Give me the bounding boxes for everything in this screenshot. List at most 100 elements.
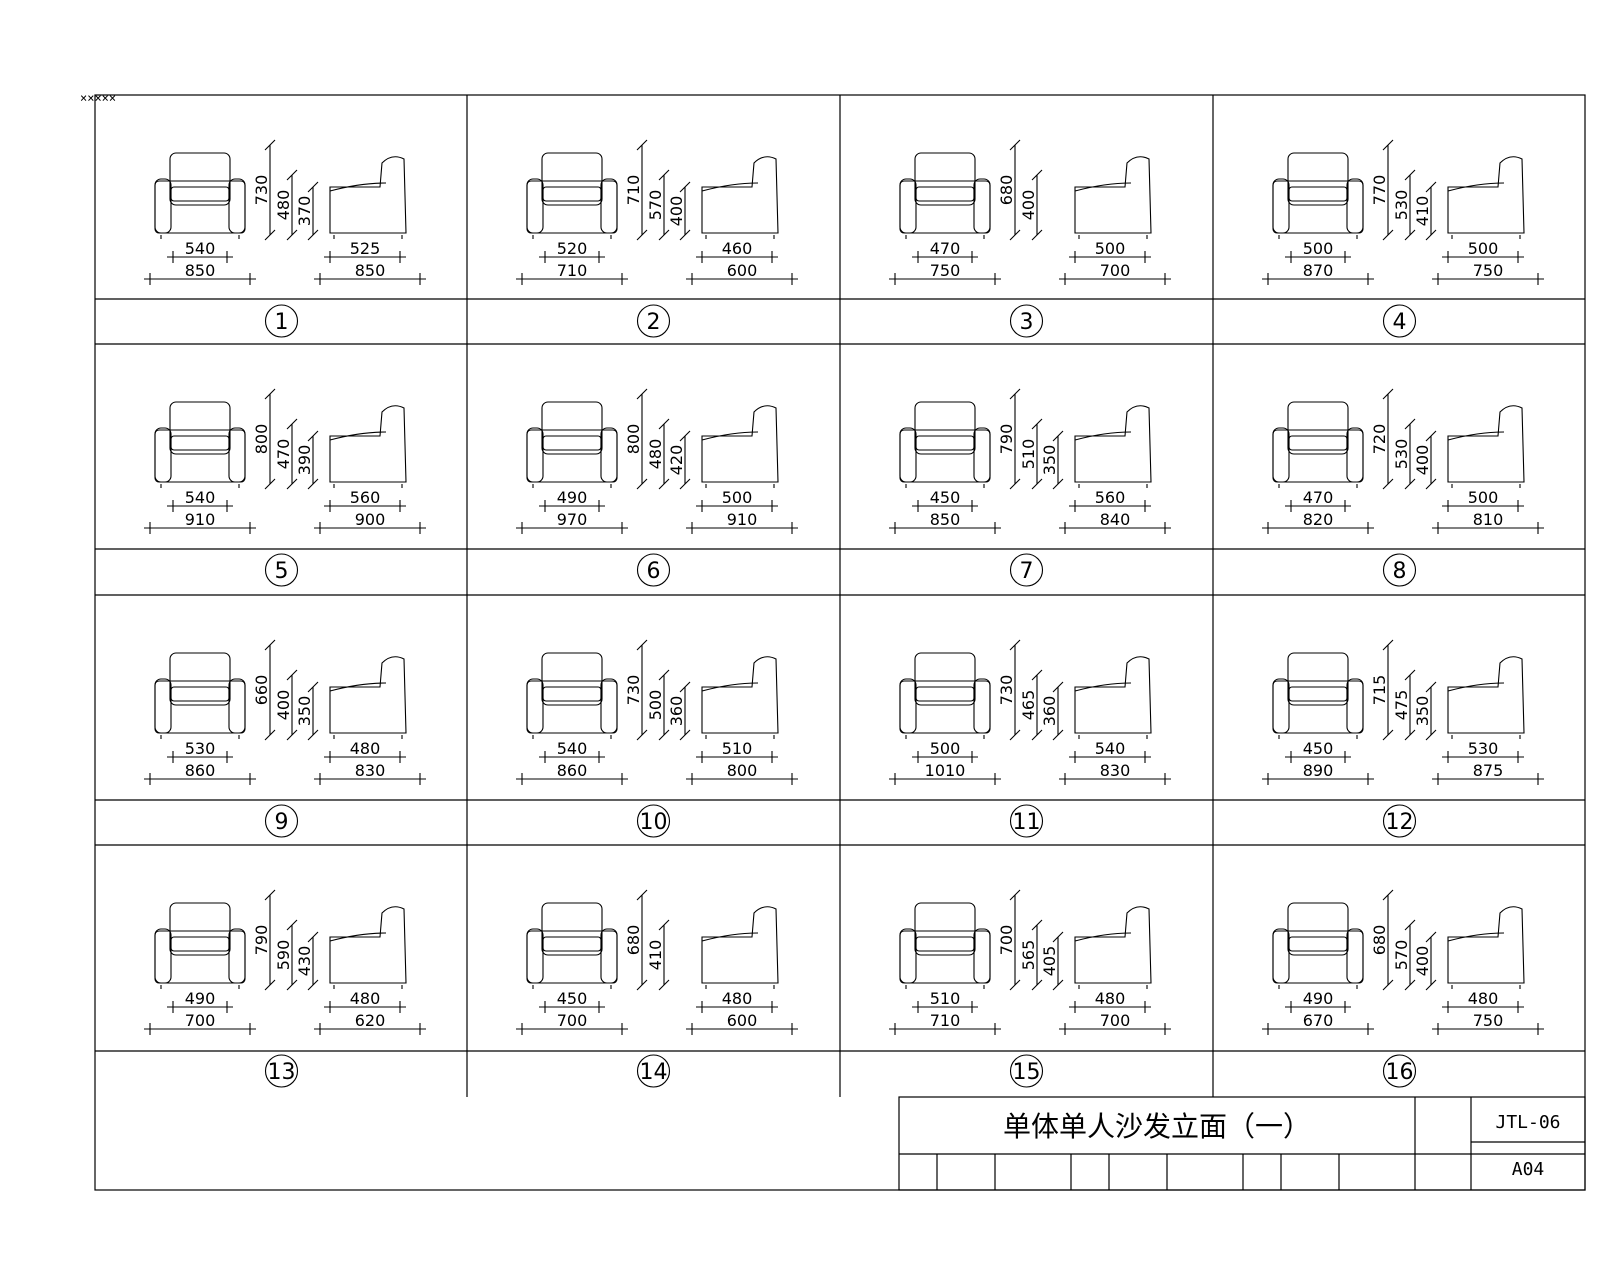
- item-number-12: 12: [1386, 810, 1414, 835]
- front-view-1: [154, 152, 246, 239]
- height-dim-14-2: 410: [646, 940, 665, 971]
- height-dim-4-1: 770: [1370, 175, 1389, 206]
- item-number-3: 3: [1020, 310, 1034, 335]
- item-number-11: 11: [1013, 810, 1041, 835]
- side-inner-depth-16: 480: [1468, 989, 1499, 1008]
- side-overall-depth-2: 600: [727, 261, 758, 280]
- height-dim-5-3: 390: [295, 445, 314, 476]
- item-number-5: 5: [275, 559, 289, 584]
- front-view-15: [899, 902, 991, 989]
- item-number-circle: [636, 304, 671, 338]
- front-inner-width-12: 450: [1303, 739, 1334, 758]
- item-number-circle: [636, 553, 671, 587]
- height-dim-7-3: 350: [1040, 445, 1059, 476]
- front-inner-width-7: 450: [930, 488, 961, 507]
- side-inner-depth-4: 500: [1468, 239, 1499, 258]
- height-dim-6-1: 800: [624, 424, 643, 455]
- side-inner-depth-6: 500: [722, 488, 753, 507]
- front-overall-width-11: 1010: [925, 761, 966, 780]
- height-dim-11-3: 360: [1040, 696, 1059, 727]
- front-view-14: [526, 902, 618, 989]
- height-dim-16-3: 400: [1413, 946, 1432, 977]
- item-number-circle: [1382, 1054, 1417, 1088]
- height-dim-4-2: 530: [1392, 190, 1411, 221]
- side-view-1: [329, 156, 407, 239]
- item-number-6: 6: [647, 559, 661, 584]
- item-number-circle: [1382, 304, 1417, 338]
- side-inner-depth-11: 540: [1095, 739, 1126, 758]
- side-inner-depth-5: 560: [350, 488, 381, 507]
- height-dim-1-3: 370: [295, 196, 314, 227]
- height-dim-16-1: 680: [1370, 925, 1389, 956]
- side-inner-depth-10: 510: [722, 739, 753, 758]
- item-number-10: 10: [640, 810, 668, 835]
- front-inner-width-16: 490: [1303, 989, 1334, 1008]
- height-dim-15-2: 565: [1019, 940, 1038, 971]
- front-view-11: [899, 652, 991, 739]
- height-dim-9-1: 660: [252, 675, 271, 706]
- front-inner-width-5: 540: [185, 488, 216, 507]
- front-inner-width-6: 490: [557, 488, 588, 507]
- front-inner-width-13: 490: [185, 989, 216, 1008]
- front-inner-width-1: 540: [185, 239, 216, 258]
- front-inner-width-15: 510: [930, 989, 961, 1008]
- front-inner-width-3: 470: [930, 239, 961, 258]
- item-number-circle: [1009, 304, 1044, 338]
- side-overall-depth-16: 750: [1473, 1011, 1504, 1030]
- front-overall-width-7: 850: [930, 510, 961, 529]
- side-overall-depth-8: 810: [1473, 510, 1504, 529]
- item-number-15: 15: [1013, 1060, 1041, 1085]
- height-dim-4-3: 410: [1413, 196, 1432, 227]
- drawing-number: JTL-06: [1495, 1112, 1560, 1133]
- item-number-circle: [1382, 804, 1417, 838]
- height-dim-7-2: 510: [1019, 439, 1038, 470]
- height-dim-11-1: 730: [997, 675, 1016, 706]
- front-inner-width-11: 500: [930, 739, 961, 758]
- side-inner-depth-2: 460: [722, 239, 753, 258]
- front-view-16: [1272, 902, 1364, 989]
- height-dim-8-1: 720: [1370, 424, 1389, 455]
- front-overall-width-15: 710: [930, 1011, 961, 1030]
- front-view-4: [1272, 152, 1364, 239]
- front-inner-width-2: 520: [557, 239, 588, 258]
- front-overall-width-6: 970: [557, 510, 588, 529]
- height-dim-10-2: 500: [646, 690, 665, 721]
- side-overall-depth-12: 875: [1473, 761, 1504, 780]
- front-view-3: [899, 152, 991, 239]
- front-view-13: [154, 902, 246, 989]
- sheet-size-code: A04: [1512, 1159, 1545, 1180]
- front-view-5: [154, 401, 246, 488]
- side-view-11: [1074, 656, 1152, 739]
- front-inner-width-14: 450: [557, 989, 588, 1008]
- height-dim-10-3: 360: [667, 696, 686, 727]
- front-view-6: [526, 401, 618, 488]
- side-overall-depth-10: 800: [727, 761, 758, 780]
- front-inner-width-10: 540: [557, 739, 588, 758]
- height-dim-2-2: 570: [646, 190, 665, 221]
- height-dim-1-2: 480: [274, 190, 293, 221]
- height-dim-5-1: 800: [252, 424, 271, 455]
- front-overall-width-16: 670: [1303, 1011, 1334, 1030]
- front-overall-width-3: 750: [930, 261, 961, 280]
- side-view-10: [701, 656, 779, 739]
- height-dim-16-2: 570: [1392, 940, 1411, 971]
- height-dim-15-1: 700: [997, 925, 1016, 956]
- side-inner-depth-15: 480: [1095, 989, 1126, 1008]
- height-dim-13-2: 590: [274, 940, 293, 971]
- side-inner-depth-12: 530: [1468, 739, 1499, 758]
- front-view-8: [1272, 401, 1364, 488]
- side-view-2: [701, 156, 779, 239]
- side-inner-depth-3: 500: [1095, 239, 1126, 258]
- item-number-circle: [1382, 553, 1417, 587]
